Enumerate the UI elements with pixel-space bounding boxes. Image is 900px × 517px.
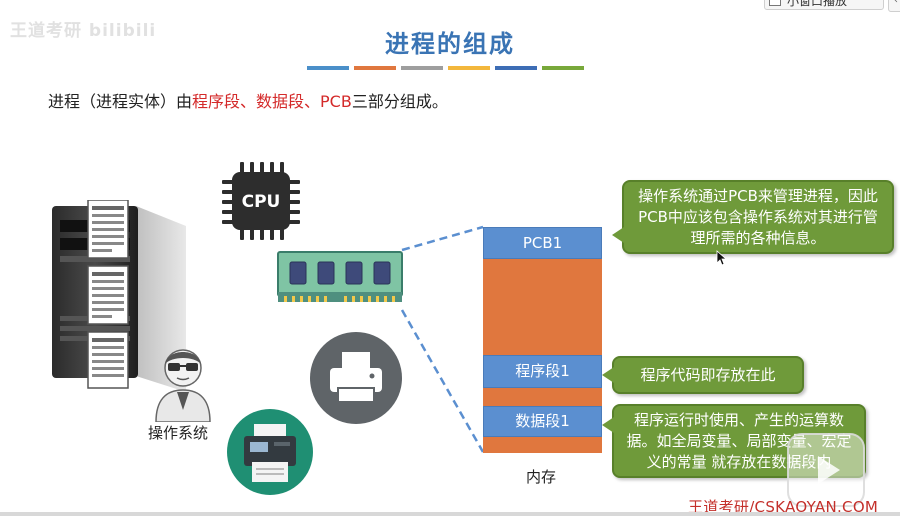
scanner-printer-icon bbox=[227, 409, 313, 495]
memory-segment-program: 程序段1 bbox=[483, 355, 602, 388]
memory-segment-gap bbox=[483, 388, 602, 406]
bilibili-watermark: 王道考研 bilibili bbox=[10, 21, 157, 41]
pip-play-label: 小窗口播放 bbox=[787, 0, 848, 8]
intro-suffix: 三部分组成。 bbox=[351, 92, 448, 111]
printer-circle-icon bbox=[310, 332, 402, 424]
ram-module-icon bbox=[277, 251, 403, 308]
program-callout-tail bbox=[602, 367, 614, 383]
memory-label: 内存 bbox=[526, 468, 557, 486]
collapse-chevron-icon[interactable]: ‹ bbox=[888, 0, 900, 12]
intro-highlight: 程序段、数据段、PCB bbox=[192, 92, 352, 111]
intro-sentence: 进程（进程实体）由程序段、数据段、PCB三部分组成。 bbox=[48, 88, 448, 112]
mouse-cursor-icon bbox=[716, 250, 728, 266]
memory-segment-free bbox=[483, 259, 602, 355]
os-person-icon bbox=[155, 349, 211, 422]
title-stripe bbox=[542, 66, 584, 70]
memory-segment-tail bbox=[483, 437, 602, 453]
slide-title: 进程的组成 bbox=[385, 30, 515, 58]
title-stripe bbox=[495, 66, 537, 70]
title-stripe bbox=[354, 66, 396, 70]
data-callout-tail bbox=[602, 417, 614, 433]
pcb-callout-tail bbox=[612, 227, 624, 243]
cpu-chip-icon: CPU bbox=[222, 162, 300, 240]
title-stripe bbox=[401, 66, 443, 70]
cpu-label: CPU bbox=[242, 192, 281, 212]
memory-segment-data: 数据段1 bbox=[483, 406, 602, 437]
play-overlay-icon[interactable] bbox=[786, 432, 866, 508]
pcb-callout: 操作系统通过PCB来管理进程，因此PCB中应该包含操作系统对其进行管理所需的各种… bbox=[612, 180, 894, 254]
brand-watermark: 王道考研/CSKAOYAN.COM bbox=[688, 498, 879, 516]
pcb-callout-text: 操作系统通过PCB来管理进程，因此PCB中应该包含操作系统对其进行管理所需的各种… bbox=[638, 187, 878, 247]
os-label: 操作系统 bbox=[148, 424, 209, 442]
program-callout: 程序代码即存放在此 bbox=[602, 356, 804, 394]
memory-segment-pcb1: PCB1 bbox=[483, 227, 602, 259]
document-stack-icon bbox=[87, 200, 129, 389]
title-stripe bbox=[307, 66, 349, 70]
pip-icon bbox=[769, 0, 781, 6]
program-callout-text: 程序代码即存放在此 bbox=[640, 366, 776, 384]
title-stripe bbox=[448, 66, 490, 70]
pip-play-button[interactable]: 小窗口播放 bbox=[764, 0, 884, 10]
bottom-progress-bar[interactable] bbox=[0, 512, 900, 516]
intro-prefix: 进程（进程实体）由 bbox=[48, 92, 193, 111]
